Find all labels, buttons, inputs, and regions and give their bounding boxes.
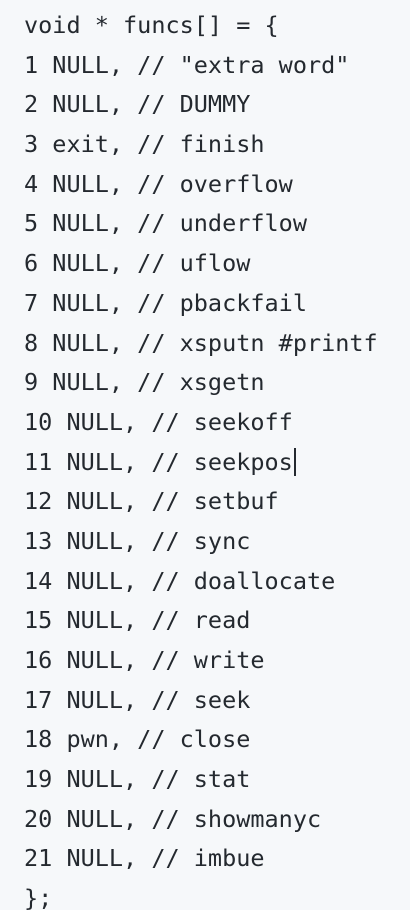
code-line-3: 3 exit, // finish: [24, 130, 265, 159]
code-line-10: 10 NULL, // seekoff: [24, 407, 293, 436]
code-line-closing: };: [24, 884, 53, 910]
code-line-9: 9 NULL, // xsgetn: [24, 368, 265, 397]
code-line-14: 14 NULL, // doallocate: [24, 566, 336, 595]
code-line-11: 11 NULL, // seekpos: [24, 443, 410, 483]
code-line-2: 2 NULL, // DUMMY: [24, 90, 251, 119]
text-caret: [293, 447, 296, 476]
code-line-opening: void * funcs[] = {: [24, 11, 279, 39]
code-line-12: 12 NULL, // setbuf: [24, 487, 279, 516]
code-line-13: 13 NULL, // sync: [24, 526, 251, 555]
code-line-4: 4 NULL, // overflow: [24, 169, 293, 198]
code-line-1: 1 NULL, // "extra word": [24, 50, 350, 79]
code-line-8: 8 NULL, // xsputn #printf: [24, 328, 378, 357]
code-line-20: 20 NULL, // showmanyc: [24, 804, 322, 833]
code-line-5: 5 NULL, // underflow: [24, 209, 307, 238]
code-line-21: 21 NULL, // imbue: [24, 844, 265, 873]
code-line-6: 6 NULL, // uflow: [24, 249, 251, 278]
code-line-15: 15 NULL, // read: [24, 606, 251, 635]
code-line-17: 17 NULL, // seek: [24, 685, 251, 714]
code-line-7: 7 NULL, // pbackfail: [24, 288, 307, 317]
code-line-19: 19 NULL, // stat: [24, 765, 251, 794]
code-line-16: 16 NULL, // write: [24, 646, 265, 674]
code-line-11-text: 11 NULL, // seekpos: [24, 447, 293, 476]
code-line-18: 18 pwn, // close: [24, 725, 251, 754]
